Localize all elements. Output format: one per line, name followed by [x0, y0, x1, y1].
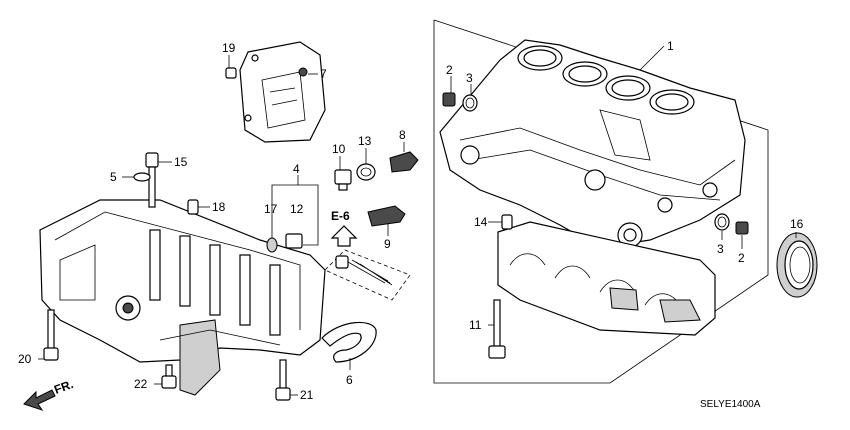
callout-22: 22 [134, 377, 148, 391]
dowel-pin-14 [501, 214, 513, 230]
cylinder-block [439, 39, 746, 249]
sensor-9 [367, 205, 406, 227]
washer-13 [356, 163, 376, 181]
bearing-cap-frame [497, 221, 716, 336]
callout-11: 11 [469, 318, 482, 332]
reference-label: E-6 [331, 209, 350, 223]
callout-5: 5 [110, 170, 117, 184]
dowel-pin-18 [187, 199, 199, 215]
front-direction-arrow [23, 389, 56, 411]
plug-bolt-12 [285, 233, 303, 249]
callout-12: 12 [290, 202, 304, 216]
callout-13: 13 [358, 134, 372, 148]
callout-14: 14 [474, 215, 488, 229]
callout-3-upper: 3 [466, 71, 473, 85]
bolt-19 [225, 67, 237, 79]
gasket-6 [321, 321, 377, 363]
drain-bolt-10 [334, 169, 352, 191]
callout-21: 21 [300, 388, 314, 402]
callout-8: 8 [399, 128, 406, 142]
callout-16: 16 [790, 217, 804, 231]
callout-20: 20 [18, 352, 32, 366]
callout-2-upper: 2 [446, 63, 453, 77]
bolt-21 [275, 359, 291, 401]
washer-5 [133, 172, 151, 182]
callout-19: 19 [222, 41, 236, 55]
oil-pressure-switch-8 [389, 151, 419, 173]
reference-bolt-box [324, 249, 411, 301]
bolt-11 [488, 299, 506, 359]
callout-4: 4 [293, 162, 300, 176]
callout-1: 1 [667, 39, 674, 53]
oil-seal-16 [776, 232, 818, 298]
o-ring-upper [462, 94, 478, 112]
diagram-code: SELYE1400A [700, 399, 761, 410]
callout-10: 10 [332, 142, 346, 156]
callout-7: 7 [320, 67, 327, 81]
leader-lines [38, 45, 797, 396]
sealing-washer-17 [266, 237, 278, 253]
plug-upper [442, 92, 456, 107]
callout-15: 15 [174, 155, 188, 169]
callout-9: 9 [384, 237, 391, 251]
baffle-plate-7 [239, 41, 326, 143]
o-ring-lower [714, 213, 730, 231]
oil-pipe-15 [145, 152, 159, 208]
callout-3-lower: 3 [717, 242, 724, 256]
plug-lower [735, 221, 749, 235]
direction-label: FR. [52, 377, 75, 397]
oil-pan-assembly [39, 199, 326, 396]
callout-2-lower: 2 [738, 251, 745, 265]
reference-arrow [330, 225, 358, 247]
callout-17: 17 [264, 202, 278, 216]
callout-18: 18 [212, 200, 226, 214]
callout-6: 6 [346, 373, 353, 387]
bolt-20 [43, 309, 59, 361]
bolt-22 [161, 364, 177, 389]
